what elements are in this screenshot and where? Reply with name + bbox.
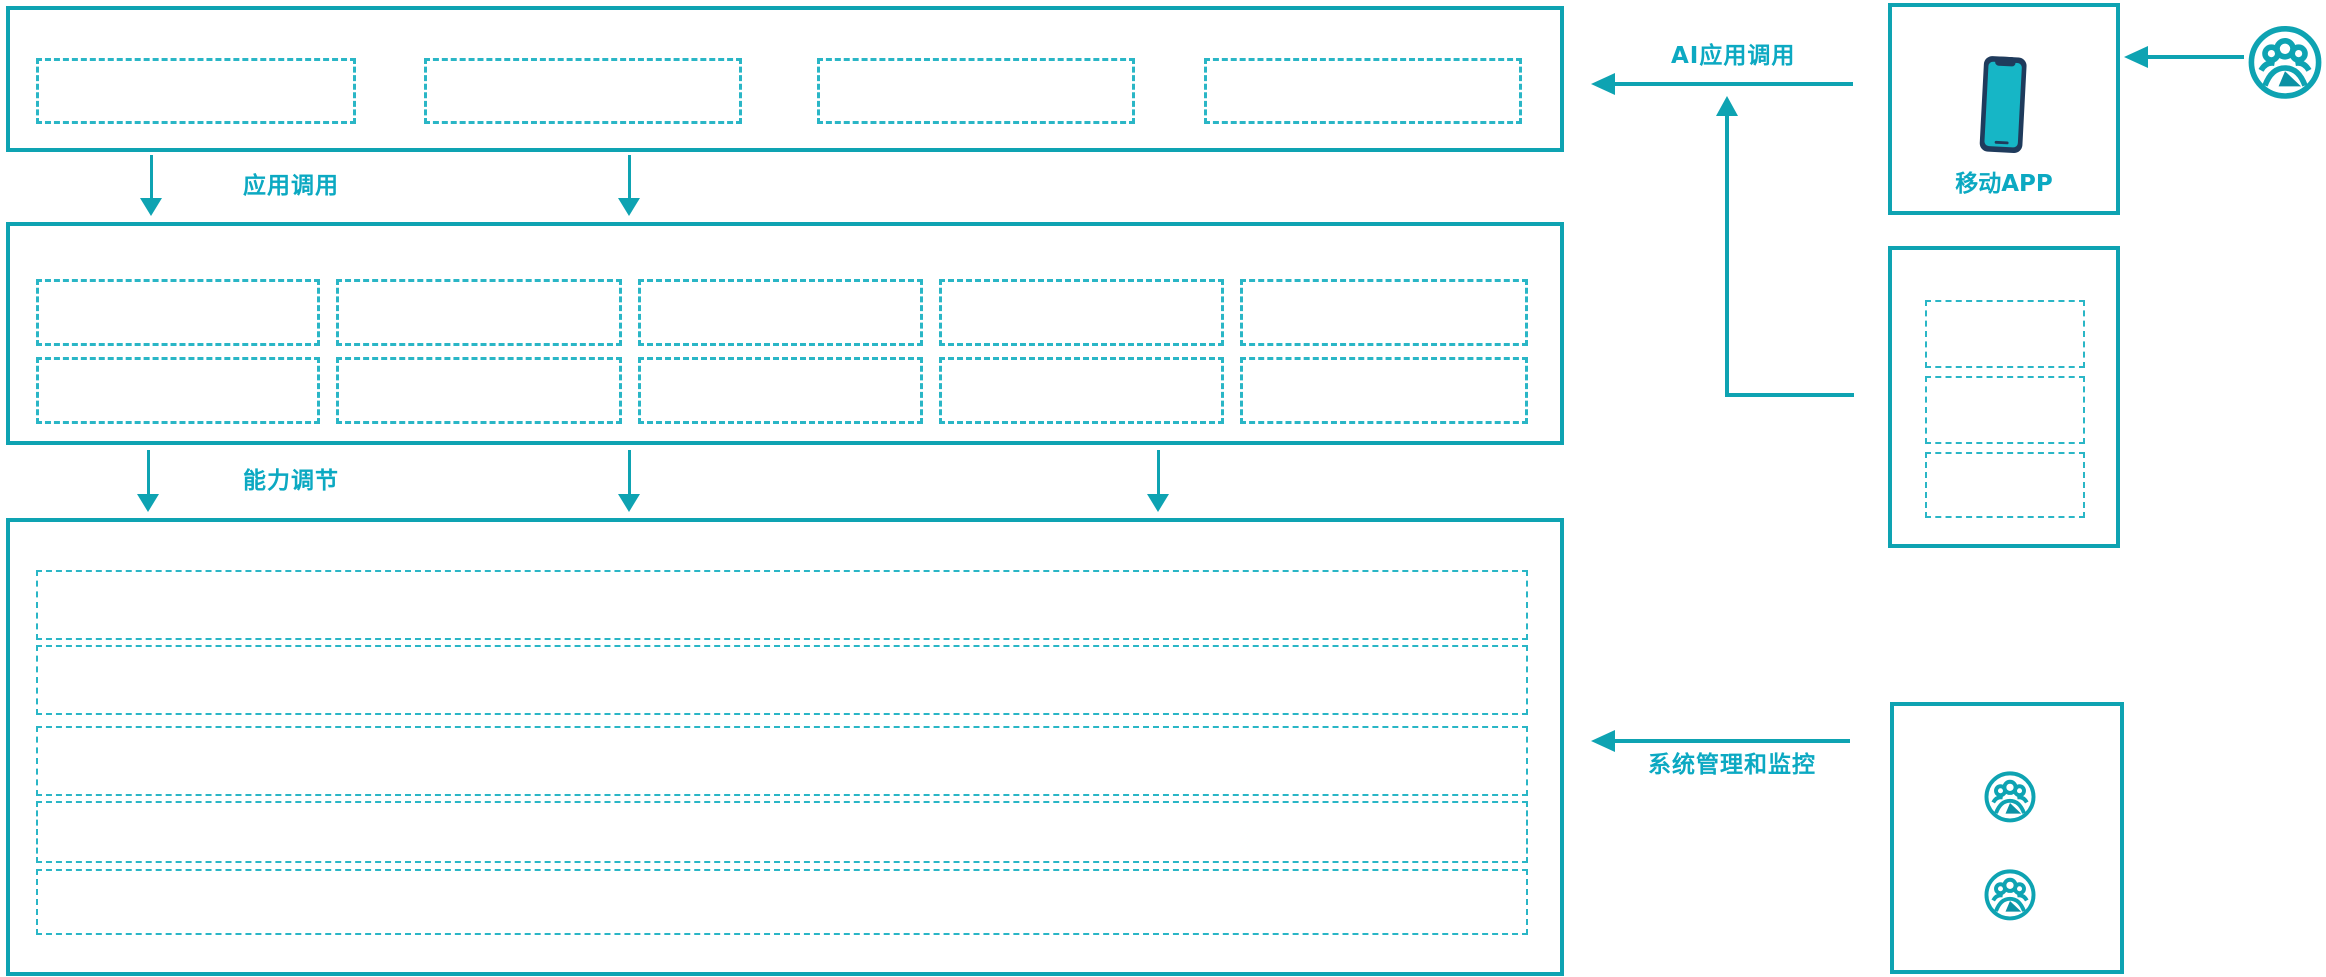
platform-row bbox=[36, 801, 1528, 863]
system-monitor-label: 系统管理和监控 bbox=[1648, 752, 1816, 778]
capability-slot bbox=[1240, 357, 1528, 424]
users-icon bbox=[2245, 24, 2325, 104]
platform-row bbox=[36, 570, 1528, 640]
platform-row bbox=[36, 645, 1528, 715]
capability-slot bbox=[638, 357, 923, 424]
capability-layer-box bbox=[6, 222, 1564, 445]
ai-app-call-arrow-line bbox=[1613, 82, 1853, 86]
capability-slot bbox=[939, 357, 1224, 424]
smartphone-icon bbox=[1978, 54, 2030, 158]
ai-app-call-label: AI应用调用 bbox=[1671, 43, 1796, 69]
capability-slot bbox=[336, 279, 622, 346]
down-arrow-line bbox=[150, 155, 153, 201]
users-icon bbox=[1982, 770, 2038, 826]
platform-row bbox=[36, 726, 1528, 796]
capability-adjust-label: 能力调节 bbox=[243, 468, 339, 494]
api-slot bbox=[1925, 452, 2085, 518]
app-layer-slot bbox=[36, 58, 356, 124]
app-layer-box bbox=[6, 6, 1564, 152]
down-arrow-line bbox=[628, 155, 631, 201]
api-slot bbox=[1925, 300, 2085, 368]
riser-arrow-line bbox=[1725, 114, 1729, 396]
app-layer-slot bbox=[1204, 58, 1522, 124]
mobile-app-label: 移动APP bbox=[1955, 171, 2053, 197]
platform-layer-box bbox=[6, 518, 1564, 976]
app-layer-slot bbox=[424, 58, 742, 124]
capability-slot bbox=[1240, 279, 1528, 346]
down-arrow-head bbox=[618, 198, 640, 216]
capability-slot bbox=[36, 357, 320, 424]
user-arrow-head bbox=[2124, 46, 2148, 68]
platform-row bbox=[36, 869, 1528, 935]
app-layer-slot bbox=[817, 58, 1135, 124]
down-arrow-head bbox=[618, 494, 640, 512]
app-call-label: 应用调用 bbox=[243, 173, 339, 199]
down-arrow-line bbox=[147, 450, 150, 496]
user-arrow-line bbox=[2148, 55, 2244, 59]
capability-slot bbox=[939, 279, 1224, 346]
capability-slot bbox=[638, 279, 923, 346]
system-monitor-arrow-head bbox=[1591, 730, 1615, 752]
down-arrow-line bbox=[1157, 450, 1160, 496]
admin-box bbox=[1890, 702, 2124, 974]
system-monitor-arrow-line bbox=[1613, 739, 1850, 743]
capability-slot bbox=[336, 357, 622, 424]
riser-arrow-head bbox=[1716, 96, 1738, 116]
down-arrow-line bbox=[628, 450, 631, 496]
ai-app-call-arrow-head bbox=[1591, 73, 1615, 95]
down-arrow-head bbox=[1147, 494, 1169, 512]
users-icon bbox=[1982, 868, 2038, 924]
riser-arrow-line bbox=[1725, 393, 1854, 397]
down-arrow-head bbox=[137, 494, 159, 512]
api-slot bbox=[1925, 376, 2085, 444]
down-arrow-head bbox=[140, 198, 162, 216]
capability-slot bbox=[36, 279, 320, 346]
